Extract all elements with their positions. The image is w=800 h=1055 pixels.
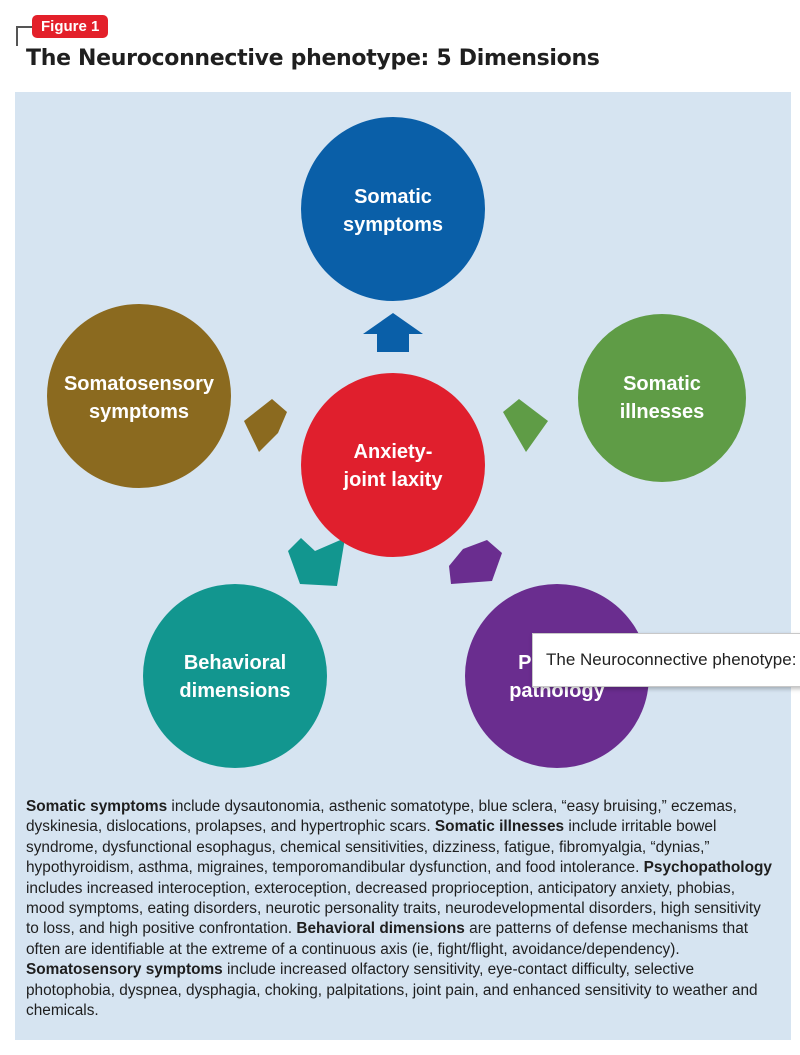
node-somatosensory-symptoms [47,304,231,488]
somatic-illnesses-label-2: illnesses [620,401,705,423]
title-tooltip: The Neuroconnective phenotype: 5 Dimensi… [532,633,800,687]
somatosensory-label-1: Somatosensory [64,373,215,395]
node-behavioral-dimensions [143,584,327,768]
caption-text-somatic-symptoms: include dysautonomia, asthenic somatotyp… [26,798,737,836]
caption-text-psychopathology: includes increased interoception, extero… [26,879,761,938]
center-label-2: joint laxity [343,469,444,491]
figure-badge: Figure 1 [32,15,109,38]
caption-term-psychopathology: Psychopathology [643,859,772,877]
somatic-symptoms-label-1: Somatic [354,186,432,208]
node-center-anxiety-joint-laxity [301,373,485,557]
page-title: The Neuroconnective phenotype: 5 Dimensi… [26,46,600,71]
figure-bracket [16,26,36,46]
caption-text-behavioral: are patterns of defense mechanisms that … [26,920,749,958]
somatosensory-label-2: symptoms [89,401,189,423]
caption-term-somatic-illnesses: Somatic illnesses [434,818,565,836]
caption-text-somatosensory: include increased olfactory sensitivity,… [26,961,758,1020]
behavioral-label-1: Behavioral [184,652,286,674]
arrow-down-right [449,540,502,584]
caption-text-somatic-illnesses: include irritable bowel syndrome, dysfun… [26,818,717,877]
caption-term-somatosensory: Somatosensory symptoms [26,961,223,979]
arrow-right [503,399,548,452]
caption-term-behavioral: Behavioral dimensions [296,920,465,938]
node-somatic-illnesses [578,314,746,482]
arrow-up [363,313,423,352]
behavioral-label-2: dimensions [179,680,290,702]
node-somatic-symptoms [301,117,485,301]
arrow-down-left [288,538,345,586]
somatic-illnesses-label-1: Somatic [623,373,701,395]
arrow-left [244,399,287,452]
figure-caption: Somatic symptoms include dysautonomia, a… [26,797,776,1021]
somatic-symptoms-label-2: symptoms [343,214,443,236]
caption-term-somatic-symptoms: Somatic symptoms [26,798,168,815]
center-label-1: Anxiety- [354,441,433,463]
